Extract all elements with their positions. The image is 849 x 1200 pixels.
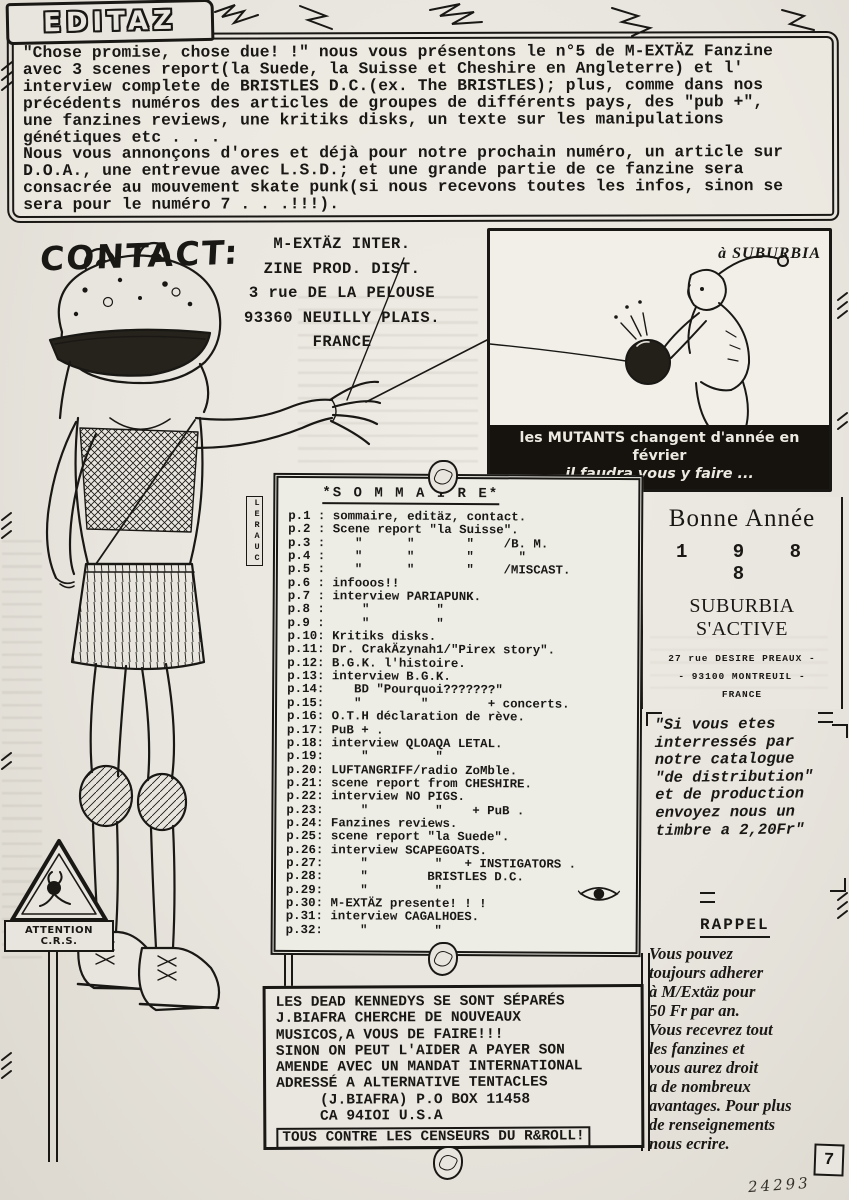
suburbia-address-line: - 93100 MONTREUIL - (678, 671, 806, 682)
censors-slogan: TOUS CONTRE LES CENSEURS DU R&ROLL! (276, 1126, 591, 1150)
editorial-box: "Chose promise, chose due! !" nous vous … (6, 30, 840, 224)
editorial-text: "Chose promise, chose due! !" nous vous … (22, 41, 784, 215)
sommaire-box: *S O M M A I R E* p.1 : sommaire, editäz… (270, 472, 644, 958)
editaz-title: EDITAZ (42, 5, 178, 39)
handwritten-number: 24293 (747, 1173, 812, 1197)
sommaire-line: p.32: " " (285, 922, 442, 938)
greeting-year: 1 9 8 8 (675, 541, 818, 585)
dead-kennedys-line: LES DEAD KENNEDYS SE SONT SÉPARÉS (275, 993, 565, 1011)
dead-kennedys-line: MUSICOS,A VOUS DE FAIRE!!! (275, 1026, 504, 1044)
greetings-box: Bonne Année 1 9 8 8 SUBURBIA S'ACTIVE 27… (641, 497, 843, 709)
sommaire-list: p.1 : sommaire, editäz, contact.p.2 : Sc… (285, 509, 631, 939)
dead-kennedys-line: J.BIAFRA CHERCHE DE NOUVEAUX (275, 1009, 522, 1028)
frame-leg-line (284, 953, 293, 986)
circled-doodle (428, 460, 458, 494)
greeting-line: Bonne Année (668, 505, 816, 532)
catalogue-note: "Si vous etes interressés par notre cata… (654, 714, 814, 840)
circled-doodle (428, 942, 458, 976)
attention-crs-label: ATTENTION C.R.S. (4, 920, 114, 952)
bleedthrough-text-area (2, 540, 42, 960)
contact-address-line: M-EXTÄZ INTER. (273, 235, 411, 253)
bracket-doodle (832, 724, 848, 738)
suburbia-corner-label: à SUBURBIA (718, 245, 821, 262)
contact-address-line: FRANCE (312, 333, 372, 351)
equals-doodle (818, 712, 833, 723)
suburbia-address-line: FRANCE (721, 689, 763, 700)
contact-address-line: 3 rue DE LA PELOUSE (248, 284, 436, 302)
rappel-text: Vous pouvez toujours adherer à M/Extäz p… (649, 944, 792, 1153)
circled-doodle (433, 1146, 463, 1180)
dead-kennedys-line: SINON ON PEUT L'AIDER A PAYER SON (275, 1042, 565, 1060)
contact-address: M-EXTÄZ INTER. ZINE PROD. DIST. 3 rue DE L… (206, 232, 478, 355)
corner-page-number: 7 (813, 1143, 845, 1177)
caption-line-1: les MUTANTS changent d'année en février (519, 430, 800, 464)
suburbia-address: 27 rue DESIRE PREAUX - - 93100 MONTREUIL … (647, 653, 837, 700)
sign-post (48, 938, 58, 1162)
editaz-logo: EDITAZ (5, 0, 215, 46)
eye-doodle-icon (577, 886, 620, 901)
dead-kennedys-line: AMENDE AVEC UN MANDAT INTERNATIONAL (275, 1058, 583, 1077)
contact-address-line: 93360 NEUILLY PLAIS. (243, 308, 441, 327)
suburbia-picture: à SUBURBIA les MUTANTS changent d'année … (487, 228, 832, 492)
suburbia-active-line: SUBURBIA S'ACTIVE (689, 595, 795, 640)
artist-signature: LERAUC (246, 496, 263, 566)
equals-doodle (700, 892, 715, 903)
dead-kennedys-line: (J.BIAFRA) P.O BOX 11458 (276, 1091, 531, 1109)
suburbia-address-line: 27 rue DESIRE PREAUX - (668, 653, 816, 664)
rappel-title: RAPPEL (700, 916, 770, 938)
bracket-doodle (830, 878, 846, 892)
contact-address-line: ZINE PROD. DIST. (263, 259, 421, 278)
bracket-doodle (646, 712, 662, 726)
dead-kennedys-line: ADRESSÉ A ALTERNATIVE TENTACLES (276, 1074, 548, 1093)
sommaire-title: *S O M M A I R E* (322, 485, 500, 506)
dead-kennedys-line: CA 94IOI U.S.A (276, 1108, 443, 1126)
